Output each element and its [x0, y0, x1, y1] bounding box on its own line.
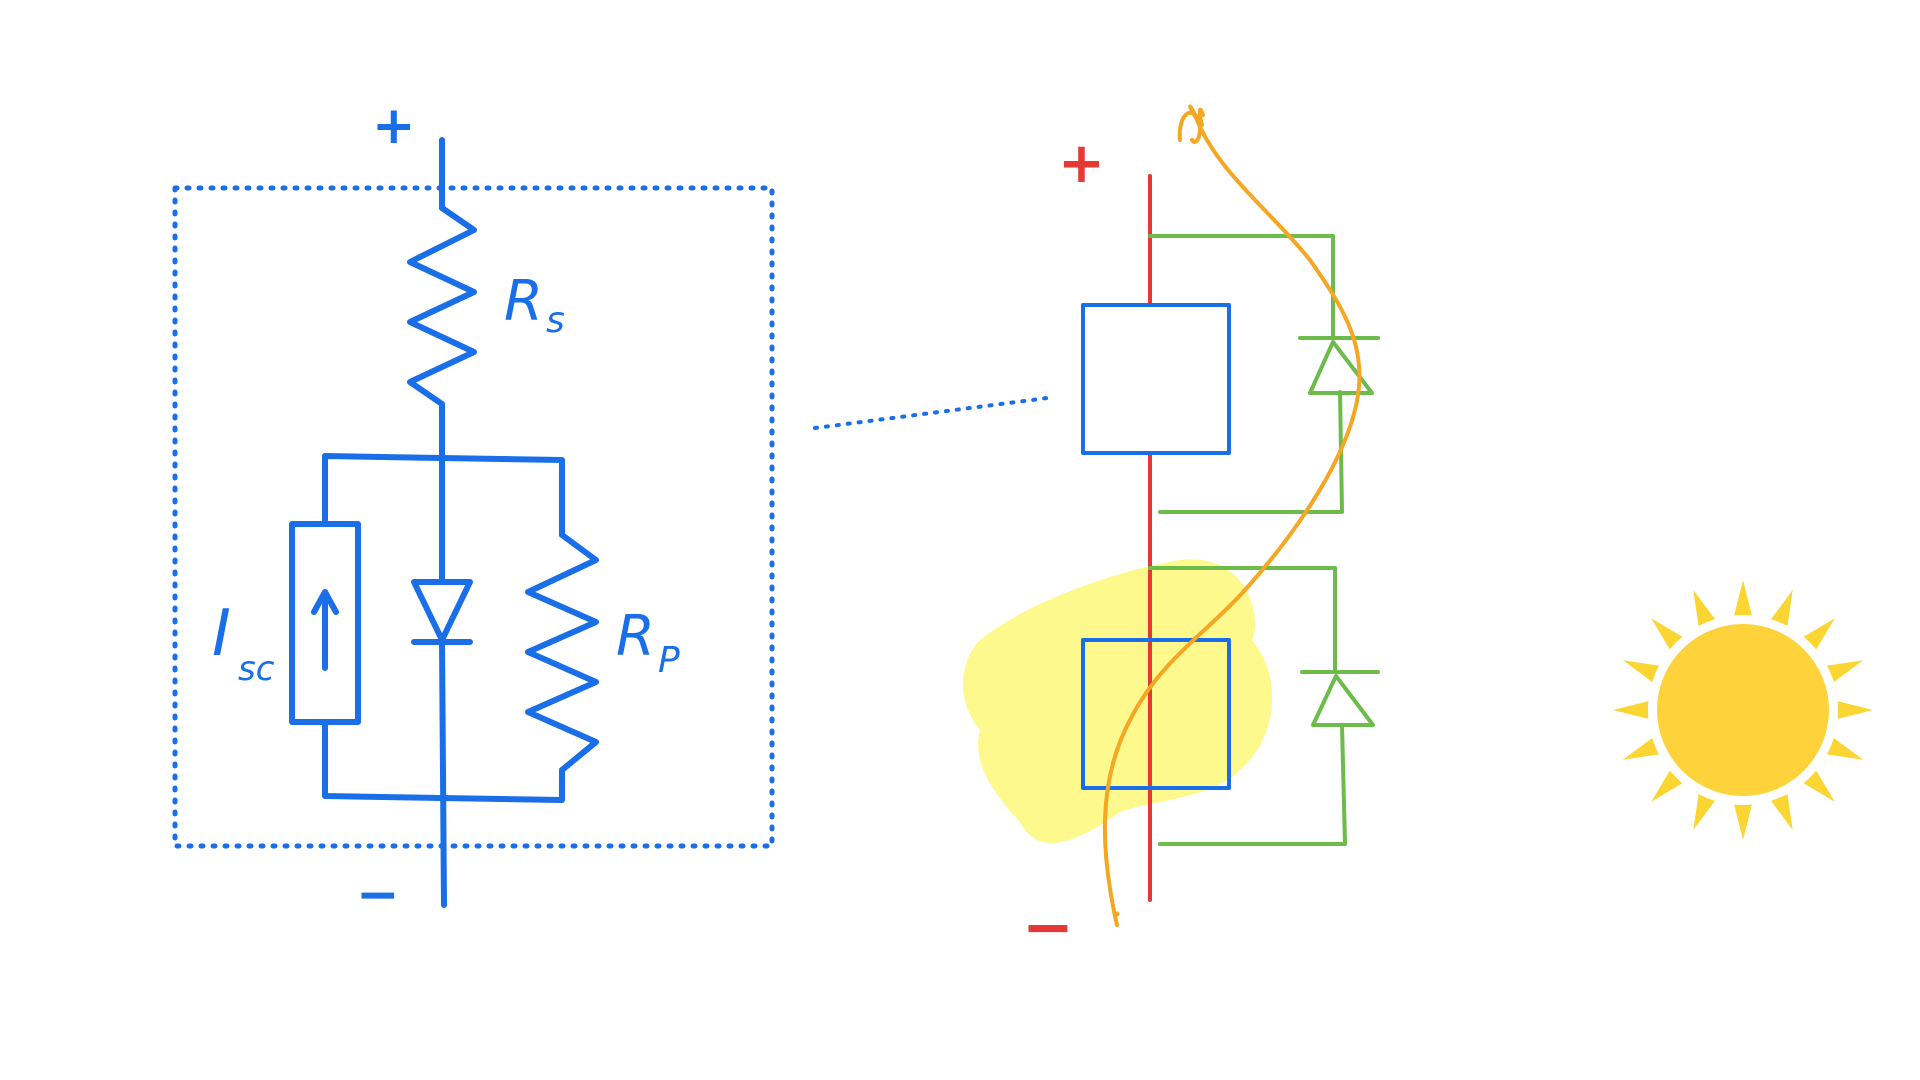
- left-plus-sign: +: [372, 96, 416, 156]
- label-rs: R s: [504, 269, 565, 341]
- parallel-resistor-rp: [525, 532, 599, 773]
- current-path-arrow-tip: [1177, 110, 1203, 144]
- right-plus-sign: +: [1058, 131, 1105, 196]
- sun-ray: [1830, 699, 1873, 721]
- arrow-up-icon: [311, 589, 339, 671]
- svg-text:s: s: [546, 300, 565, 341]
- diode-icon: [411, 579, 473, 645]
- bypass-diode-lower: [1300, 670, 1380, 727]
- zoom-connector-dotted-line: [813, 395, 1057, 430]
- label-isc: I sc: [212, 597, 275, 689]
- bypass-diode-upper: [1298, 336, 1380, 395]
- module-string: [1081, 104, 1380, 927]
- sun-ray: [1613, 699, 1656, 721]
- current-path-orange: [1102, 104, 1362, 927]
- left-minus-sign: −: [356, 865, 400, 925]
- label-rp: R P: [616, 604, 680, 681]
- sun-ray: [1732, 797, 1754, 840]
- right-minus-sign: −: [1022, 890, 1074, 963]
- series-resistor-rs: [407, 205, 477, 407]
- svg-text:sc: sc: [238, 649, 275, 689]
- svg-text:R: R: [616, 604, 655, 669]
- cell-boundary-box: [172, 185, 775, 849]
- bypass-loop-upper: [1148, 234, 1344, 514]
- sun-icon: [1613, 580, 1873, 840]
- current-path-start-dot: [1114, 911, 1120, 917]
- svg-text:P: P: [658, 640, 680, 681]
- svg-text:R: R: [504, 269, 543, 334]
- shading-blob: [963, 559, 1273, 843]
- sun-ray: [1732, 580, 1754, 623]
- svg-text:I: I: [212, 597, 231, 671]
- module-lower-shaded: [1081, 638, 1231, 790]
- solar-cell-equivalent-circuit: [172, 137, 775, 908]
- module-upper: [1081, 303, 1231, 455]
- diode-branch-wire-bottom: [439, 639, 447, 908]
- bypass-loop-lower: [1148, 566, 1347, 846]
- bottom-bus-wire: [322, 719, 565, 803]
- sun-core: [1657, 624, 1829, 796]
